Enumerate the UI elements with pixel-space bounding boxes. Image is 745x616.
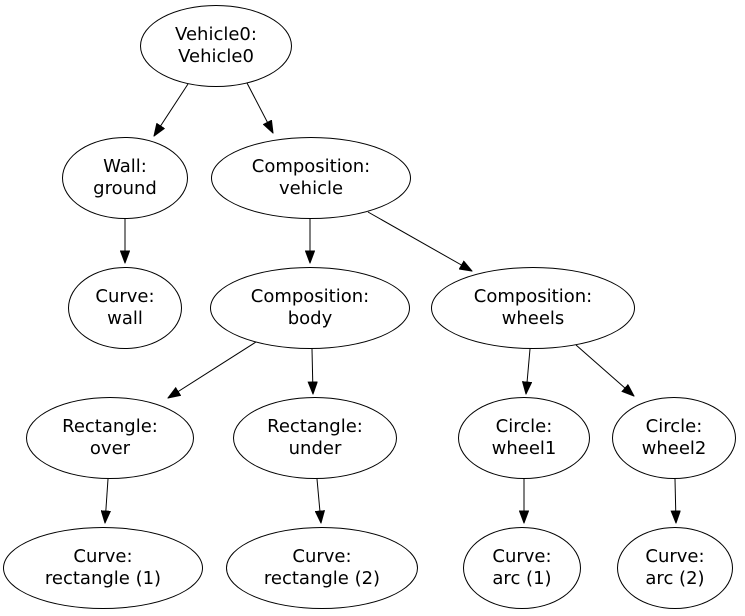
node-curve-arc-1: Curve: arc (1) [463, 527, 581, 609]
edge-rectangle-over-to-curve-rectangle-1 [105, 478, 108, 523]
node-composition-body: Composition: body [210, 267, 410, 349]
edge-circle-wheel2-to-curve-arc-2 [675, 478, 676, 523]
edge-composition-body-to-rectangle-over [168, 341, 257, 398]
edge-vehicle0-to-wall-ground [154, 83, 189, 136]
edge-composition-wheels-to-circle-wheel2 [575, 344, 634, 396]
edge-composition-vehicle-to-composition-wheels [367, 211, 472, 271]
edge-composition-body-to-rectangle-under [312, 348, 313, 394]
node-wall-ground: Wall: ground [62, 137, 188, 219]
node-vehicle0: Vehicle0: Vehicle0 [140, 5, 292, 87]
node-curve-wall: Curve: wall [68, 267, 182, 349]
edge-rectangle-under-to-curve-rectangle-2 [317, 478, 321, 523]
node-circle-wheel1: Circle: wheel1 [458, 397, 590, 479]
node-curve-rectangle-2: Curve: rectangle (2) [226, 527, 418, 609]
edge-composition-wheels-to-circle-wheel1 [526, 348, 530, 394]
node-rectangle-under: Rectangle: under [233, 397, 397, 479]
node-curve-arc-2: Curve: arc (2) [617, 527, 733, 609]
node-circle-wheel2: Circle: wheel2 [612, 397, 736, 479]
node-rectangle-over: Rectangle: over [26, 397, 194, 479]
node-composition-wheels: Composition: wheels [431, 267, 635, 349]
edge-vehicle0-to-composition-vehicle [246, 82, 273, 133]
node-composition-vehicle: Composition: vehicle [211, 137, 411, 219]
node-curve-rectangle-1: Curve: rectangle (1) [3, 527, 203, 609]
